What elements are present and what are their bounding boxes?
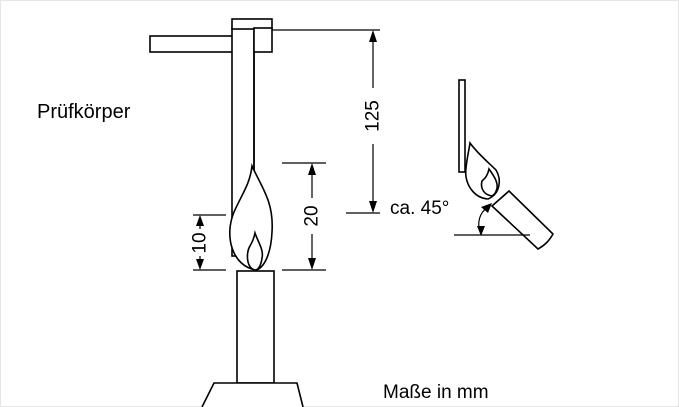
dim-label-125: 125 [363, 100, 384, 132]
burner-base [201, 382, 304, 407]
side-view [458, 79, 555, 250]
arrow-20-top [308, 163, 316, 175]
clamp-back-plate [253, 27, 273, 53]
inner-flame [246, 229, 264, 271]
dim-label-20: 20 [302, 205, 323, 226]
angle-arrow-bottom [477, 226, 485, 236]
side-specimen [458, 79, 466, 173]
dim-label-10: 10 [190, 232, 211, 253]
outer-flame [229, 163, 273, 271]
dimension-10 [193, 214, 226, 271]
units-label: Maße in mm [383, 382, 489, 403]
dimension-20 [282, 162, 326, 271]
burner [201, 270, 304, 407]
tilted-burner [490, 189, 555, 250]
angle-arrow-top [481, 203, 492, 213]
arrow-20-bottom [308, 258, 316, 270]
dimension-125 [272, 29, 380, 214]
clamp-cap [231, 18, 273, 30]
arrow-125-bottom [369, 201, 377, 213]
angle-label: ca. 45° [390, 198, 449, 219]
arrow-10-bottom [196, 259, 204, 270]
angle-indicator [454, 203, 530, 236]
burner-tube [236, 270, 275, 384]
main-flame [229, 163, 273, 271]
arrow-125-top [369, 30, 377, 42]
specimen-label: Prüfkörper [37, 101, 131, 123]
arrow-10-top [196, 215, 204, 226]
side-flame-inner [480, 167, 498, 197]
